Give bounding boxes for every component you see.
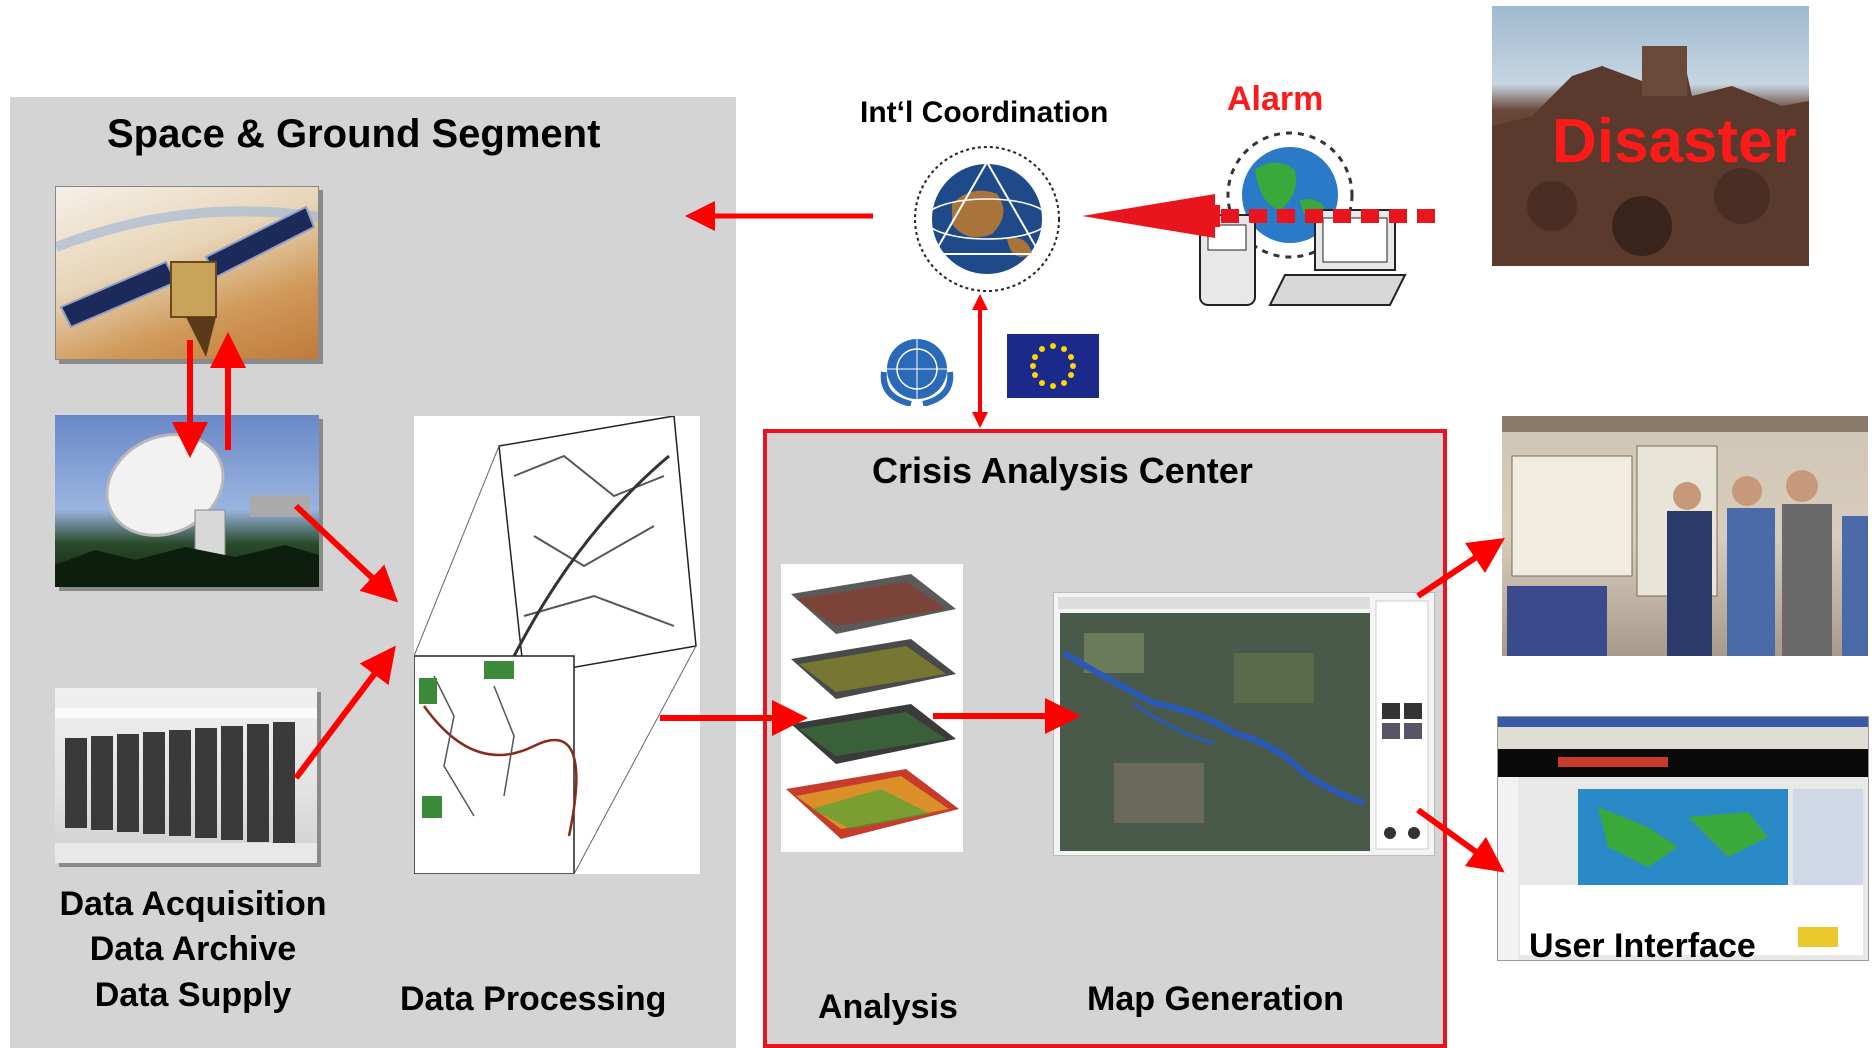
satellite-image — [55, 186, 319, 360]
data-supply-label: Data Supply — [94, 976, 292, 1014]
data-processing-maps — [414, 416, 700, 874]
data-archive-label: Data Archive — [89, 930, 297, 968]
space-ground-title: Space & Ground Segment — [107, 112, 601, 156]
map-generation-label: Map Generation — [1087, 980, 1344, 1018]
analysis-layers-image — [781, 564, 963, 852]
crisis-center-title: Crisis Analysis Center — [872, 450, 1253, 491]
satellite-icon — [56, 205, 318, 357]
disaster-image: Disaster — [1492, 6, 1809, 266]
intl-coordination-label: Int‘l Coordination — [860, 96, 1109, 129]
un-logo-icon — [880, 339, 954, 406]
satellite-map-icon — [1058, 597, 1429, 851]
alarm-label: Alarm — [1227, 80, 1324, 118]
satellite-dish-icon — [55, 433, 319, 587]
user-interface-screenshot — [1497, 716, 1869, 961]
analysis-label: Analysis — [818, 988, 958, 1026]
disaster-label: Disaster — [1552, 107, 1797, 176]
map-generation-image — [1053, 592, 1435, 856]
user-interface-label: User Interface — [1529, 927, 1756, 965]
situation-room-image — [1502, 416, 1868, 656]
data-center-image — [55, 688, 317, 863]
alarm-globe-computer-icon — [1199, 131, 1407, 306]
eu-flag-icon — [1007, 334, 1099, 398]
web-gis-icon — [1498, 717, 1868, 960]
server-racks-icon — [55, 708, 317, 863]
rubble-icon — [1492, 46, 1809, 266]
data-acquisition-label: Data Acquisition — [59, 885, 327, 923]
topographic-map-icon — [414, 416, 697, 874]
data-processing-label: Data Processing — [400, 980, 667, 1018]
ground-station-image — [55, 415, 319, 587]
terrain-layers-icon — [786, 574, 959, 839]
coordination-globe-icon — [914, 146, 1060, 292]
people-at-map-icon — [1502, 416, 1868, 656]
